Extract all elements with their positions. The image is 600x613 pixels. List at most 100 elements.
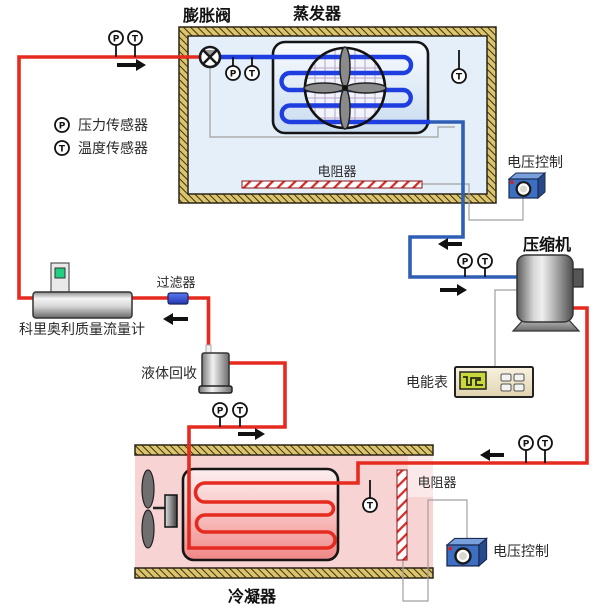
condenser-voltage-control-label: 电压控制 — [493, 544, 549, 560]
compressor-discharge-temperature-sensor: T — [537, 435, 553, 463]
sensor-symbol: T — [237, 406, 244, 416]
fan-blade — [339, 88, 351, 130]
meter-button — [500, 373, 512, 382]
tank-connector — [205, 344, 212, 354]
arrow-head — [438, 238, 448, 250]
condenser-top-wall — [134, 444, 434, 456]
expansion-valve — [198, 45, 222, 69]
condenser-fan — [141, 469, 178, 549]
sensor-symbol: T — [542, 439, 549, 449]
sensor-symbol: T — [367, 501, 374, 511]
evaporator-heater — [241, 180, 423, 189]
compressor-discharge-pressure-sensor: P — [518, 435, 534, 463]
legend: P 压力传感器 T 温度传感器 — [54, 117, 148, 157]
sensor-symbol: T — [482, 257, 489, 267]
legend-label: 压力传感器 — [78, 117, 148, 134]
legend-item-pressure: P 压力传感器 — [54, 117, 148, 134]
flowmeter-tube — [32, 291, 133, 319]
vc-dial-center — [519, 185, 528, 193]
sensor-symbol: P — [523, 439, 530, 449]
evaporator-heater-label: 电阻器 — [317, 165, 356, 180]
meter-button — [513, 373, 525, 382]
compressor — [511, 254, 584, 332]
liquid-recovery-tank — [198, 344, 233, 394]
sensor-symbol: P — [113, 34, 120, 44]
pressure-sensor-icon — [212, 402, 228, 418]
temperature-sensor-icon — [232, 402, 248, 418]
tank-body — [201, 352, 230, 389]
filter-label: 过滤器 — [156, 276, 195, 291]
condenser-heater-wire — [402, 499, 468, 602]
evaporator-heater-wire — [422, 183, 524, 221]
filter-to-recovery-line — [188, 296, 211, 345]
temperature-sensor-icon — [537, 435, 553, 451]
sensor-symbol: T — [456, 72, 463, 82]
flowmeter-screen — [54, 267, 66, 279]
sensor-symbol: T — [132, 34, 139, 44]
temperature-sensor-icon — [362, 497, 378, 513]
condenser-bottom-wall — [134, 567, 434, 579]
flow-arrow-left-icon — [480, 449, 504, 461]
valve-cross-icon — [202, 49, 218, 65]
liquid-line-to-valve — [17, 55, 200, 300]
flow-arrow-left-icon — [438, 238, 462, 250]
discharge-and-condenser-line — [187, 306, 589, 550]
arrow-head — [255, 428, 265, 440]
sensor-symbol: P — [462, 257, 469, 267]
tank-base — [198, 385, 233, 394]
temperature-sensor-icon — [54, 140, 70, 156]
compressor-suction-pressure-sensor: P — [457, 253, 473, 277]
evaporator-air-temperature-sensor: T — [451, 50, 467, 84]
temperature-sensor-icon — [477, 253, 493, 269]
sensor-symbol: P — [217, 406, 224, 416]
condenser-label: 冷凝器 — [228, 587, 277, 606]
legend-item-temperature: T 温度传感器 — [54, 140, 148, 157]
compressor-label: 压缩机 — [523, 235, 571, 254]
condenser-outlet-temperature-sensor: T — [232, 402, 248, 427]
suction-line — [408, 120, 517, 279]
compressor-suction-temperature-sensor: T — [477, 253, 493, 277]
energy-meter-display — [459, 371, 487, 390]
temperature-sensor-icon — [127, 30, 143, 46]
fan-blade — [339, 46, 351, 88]
condenser-outlet-pressure-sensor: P — [212, 402, 228, 427]
vc-dial-center — [458, 552, 467, 560]
vc-indicator-light — [448, 546, 453, 551]
liquid-line-temperature-sensor: T — [127, 30, 143, 57]
condenser-heater — [396, 469, 408, 561]
flow-arrows — [117, 59, 504, 461]
flow-arrow-right-icon — [117, 59, 146, 71]
fan-motor — [164, 494, 178, 528]
thermal-bulb-line — [209, 67, 455, 138]
evaporator-label: 蒸发器 — [293, 4, 342, 23]
waveform-icon — [463, 376, 483, 386]
energy-meter-label: 电能表 — [406, 375, 448, 391]
pressure-sensor-icon — [225, 65, 241, 81]
pressure-sensor-icon — [518, 435, 534, 451]
meter-button — [500, 383, 512, 392]
compressor-meter-wire — [494, 289, 517, 367]
sensor-symbol: T — [249, 69, 256, 79]
liquid-line-pressure-sensor: P — [108, 30, 124, 57]
compressor-body — [516, 254, 574, 323]
condenser-heater-label: 电阻器 — [417, 476, 456, 491]
signal-wires — [209, 67, 524, 602]
flowmeter-label: 科里奥利质量流量计 — [19, 321, 145, 338]
condenser-voltage-control — [445, 537, 489, 568]
arrow-head — [480, 449, 490, 461]
fan-blade — [141, 469, 155, 509]
flow-arrow-right-icon — [440, 284, 467, 296]
coriolis-flowmeter — [32, 262, 133, 319]
flow-arrow-left-icon — [163, 313, 188, 325]
filter — [167, 292, 189, 305]
evaporator-voltage-control — [507, 171, 547, 200]
arrow-head — [136, 59, 146, 71]
fan-blade — [303, 82, 345, 94]
fan-hub — [342, 85, 348, 91]
evaporator-inlet-pressure-sensor: P — [225, 57, 241, 81]
meter-button — [513, 383, 525, 392]
pressure-sensor-icon — [54, 117, 70, 133]
temperature-sensor-icon — [451, 68, 467, 84]
